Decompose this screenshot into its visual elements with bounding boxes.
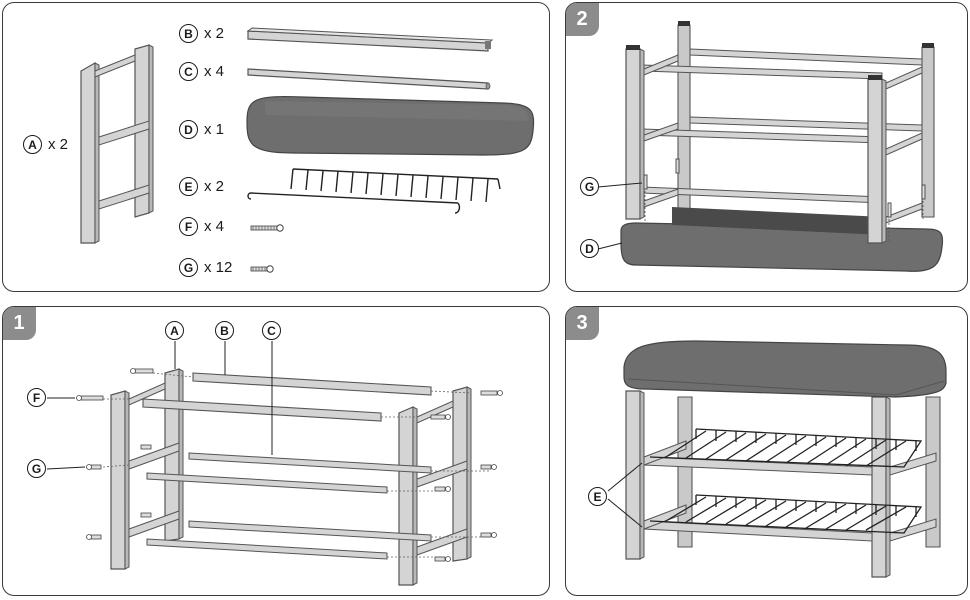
step-1-callout-g: G [27, 459, 46, 478]
part-letter-b: B [179, 24, 198, 43]
parts-list-panel: A x 2 B x 2 C x 4 D x 1 E x 2 F x 4 G x … [2, 2, 550, 292]
step-1-illustration [46, 341, 503, 586]
part-a-label: A x 2 [23, 135, 68, 154]
part-g-qty: x 12 [204, 259, 233, 276]
part-b-label: B x 2 [179, 24, 224, 43]
step-3-callout-e: E [588, 487, 607, 506]
part-b-bar [246, 27, 494, 52]
part-d-qty: x 1 [204, 121, 225, 138]
part-f-qty: x 4 [204, 218, 225, 235]
part-g-label: G x 12 [179, 258, 232, 277]
part-a-qty: x 2 [48, 136, 69, 153]
part-g-screw [250, 265, 274, 273]
part-letter-e: E [179, 177, 198, 196]
part-letter-d: D [179, 120, 198, 139]
part-b-qty: x 2 [204, 25, 225, 42]
parts-illustration [80, 27, 535, 273]
part-c-label: C x 4 [179, 62, 224, 81]
part-e-qty: x 2 [204, 178, 225, 195]
part-letter-f: F [179, 217, 198, 236]
step-2-callout-g: G [580, 177, 599, 196]
part-e-wire-shelf [247, 168, 501, 214]
part-e-label: E x 2 [179, 177, 224, 196]
step-1-badge: 1 [3, 307, 36, 340]
step-2-callout-d: D [580, 239, 599, 258]
step-3-panel: 3 E [565, 306, 968, 596]
step-1-callout-a: A [165, 321, 184, 340]
step-1-callout-c: C [262, 321, 281, 340]
part-letter-g: G [179, 258, 198, 277]
part-letter-c: C [179, 62, 198, 81]
step-3-badge: 3 [566, 307, 599, 340]
step-2-panel: 2 [565, 2, 968, 292]
step-3-illustration [607, 340, 947, 578]
part-d-label: D x 1 [179, 120, 224, 139]
part-f-screw [250, 224, 284, 232]
part-c-rod [247, 68, 491, 90]
step-2-illustration [597, 21, 944, 272]
part-c-qty: x 4 [204, 63, 225, 80]
step-1-callout-b: B [215, 321, 234, 340]
part-d-cushion [246, 95, 535, 156]
step-2-badge: 2 [566, 3, 599, 36]
part-letter-a: A [23, 135, 42, 154]
part-a-side-frame [80, 44, 154, 244]
part-f-label: F x 4 [179, 217, 224, 236]
step-1-panel: 1 [2, 306, 550, 596]
step-1-callout-f: F [27, 388, 46, 407]
